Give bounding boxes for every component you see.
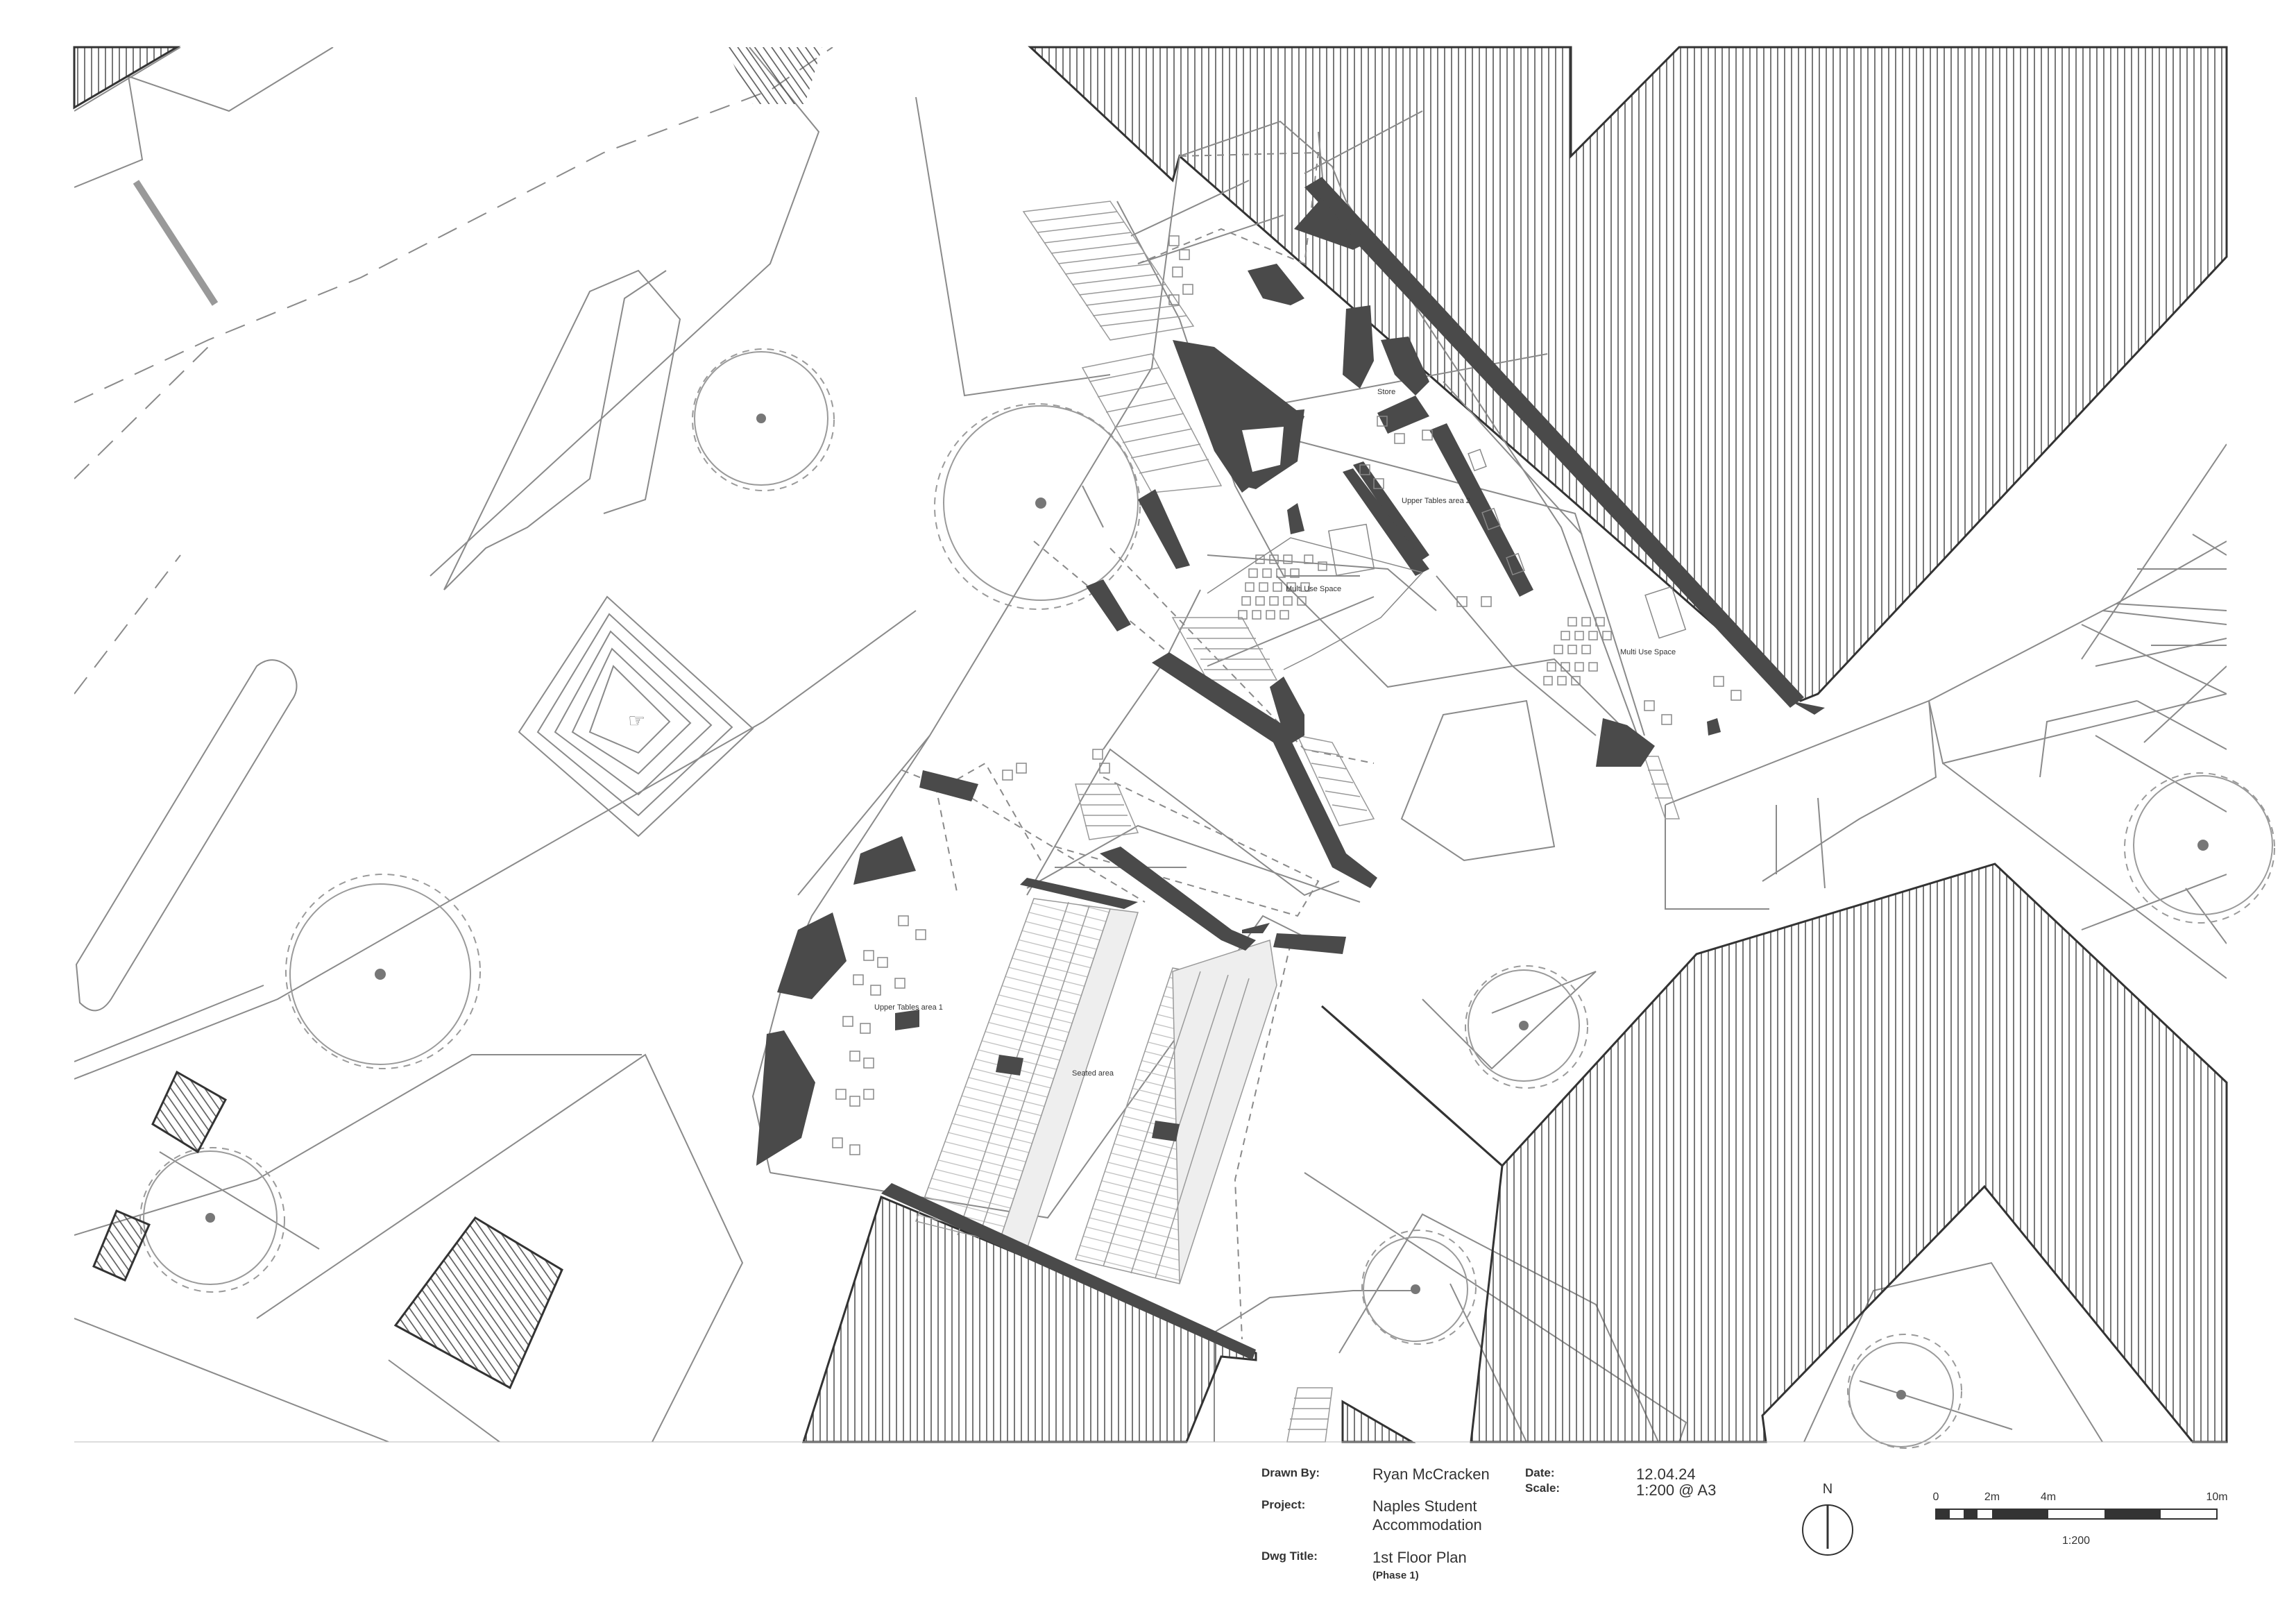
wall-lift-inner	[1242, 427, 1284, 472]
wall-store-5	[1353, 461, 1429, 562]
drawn-by-label: Drawn By:	[1261, 1466, 1320, 1479]
wall-long-diagonal	[1304, 177, 1804, 708]
building-right-middle	[1321, 863, 2228, 1443]
trees	[139, 348, 2275, 1449]
stairs	[1022, 201, 1681, 1443]
plan-labels: Store Upper Tables area 2 Multi Use Spac…	[874, 388, 1676, 1078]
building-small-square-1	[151, 1070, 228, 1154]
wall-right-corner	[1596, 718, 1655, 767]
wall-store-1	[1343, 305, 1374, 389]
dashed-path	[74, 346, 209, 479]
label-seated-area: Seated area	[1072, 1069, 1114, 1078]
dwg-title-label: Dwg Title:	[1261, 1549, 1318, 1563]
building-bottom-left-square	[393, 1216, 563, 1390]
project-label: Project:	[1261, 1498, 1305, 1511]
stair-middle	[1081, 353, 1223, 493]
scale-value: 1:200 @ A3	[1636, 1481, 1716, 1499]
scale-bar: 0 2m 4m 10m 1:200	[1933, 1491, 2228, 1547]
tree-icon	[692, 348, 835, 491]
label-upper-tables-1: Upper Tables area 1	[874, 1003, 943, 1012]
dashed-path	[74, 47, 833, 403]
wall-top-small	[1248, 264, 1304, 305]
date-label: Date:	[1525, 1466, 1555, 1479]
wall-right-stub	[1273, 933, 1346, 954]
wall-store-3	[1377, 396, 1429, 434]
scale-tick-4m: 4m	[2041, 1491, 2056, 1503]
wall-left-3	[777, 912, 847, 999]
label-upper-tables-2: Upper Tables area 2	[1402, 497, 1470, 505]
wall-right-small	[1707, 718, 1721, 736]
crossing-stripes	[725, 47, 822, 104]
tree-icon	[139, 1147, 285, 1293]
wall-upper2-a	[1343, 468, 1429, 576]
dwg-title-sub: (Phase 1)	[1372, 1570, 1419, 1581]
label-multi-use-1: Multi Use Space	[1286, 585, 1341, 593]
date-value: 12.04.24	[1636, 1465, 1696, 1483]
walls	[756, 177, 1825, 1360]
wall-mid-2	[1086, 579, 1131, 631]
wall-right-stub-2	[1242, 923, 1270, 933]
label-multi-use-2: Multi Use Space	[1620, 648, 1676, 656]
wall-v-arm-2	[1020, 878, 1138, 909]
chair-grid-1	[1238, 554, 1327, 620]
fountain-square: ☞	[518, 595, 754, 838]
tree-icon	[2124, 772, 2275, 924]
tree-icon	[1847, 1334, 1962, 1449]
title-block: Drawn By: Ryan McCracken Project: Naples…	[1261, 1465, 1716, 1581]
wall-bench-block-1	[996, 1055, 1023, 1076]
stair-bottom	[1286, 1387, 1333, 1443]
north-arrow-icon: N	[1802, 1481, 1853, 1556]
scale-label: Scale:	[1525, 1481, 1560, 1495]
tree-icon	[934, 403, 1141, 610]
tree-icon	[1465, 965, 1588, 1089]
furniture	[832, 235, 1742, 1155]
stair-lower-centre	[1171, 617, 1278, 681]
stair-lower-right	[1296, 734, 1375, 826]
wall-left-1	[919, 770, 978, 801]
scale-tick-2m: 2m	[1984, 1491, 2000, 1503]
scale-tick-0: 0	[1933, 1491, 1939, 1503]
wall-mid-3	[1287, 503, 1304, 534]
wall-left-2	[853, 836, 916, 885]
label-store: Store	[1377, 388, 1395, 396]
dwg-title-value: 1st Floor Plan	[1372, 1549, 1467, 1566]
project-value-line2: Accommodation	[1372, 1516, 1482, 1533]
wall-angled-long	[1152, 652, 1377, 888]
wall-right-dagger	[1790, 701, 1825, 715]
wall-top-dagger	[1294, 198, 1360, 250]
wall-bottom-long	[881, 1183, 1256, 1360]
cafe-tables	[832, 235, 1742, 1155]
wall-bench-block-2	[1152, 1121, 1180, 1141]
stair-top-left	[1022, 201, 1195, 341]
wall-left-4	[756, 1030, 815, 1166]
chair-grid-2	[1543, 617, 1612, 686]
wall-mid-1	[1138, 489, 1190, 569]
wall-store-4	[1429, 423, 1533, 597]
building-top-left-strip	[73, 46, 181, 110]
project-value-line1: Naples Student	[1372, 1497, 1477, 1515]
tree-icon	[285, 874, 481, 1069]
building-small-square-2	[92, 1209, 151, 1282]
wall-store-2	[1381, 337, 1429, 396]
dashed-path	[74, 554, 181, 695]
svg-text:☞: ☞	[628, 710, 645, 731]
scale-tick-10m: 10m	[2206, 1491, 2227, 1503]
scale-ratio: 1:200	[2062, 1535, 2090, 1547]
north-letter: N	[1823, 1481, 1832, 1497]
wall-small-block	[895, 1010, 919, 1030]
drawn-by-value: Ryan McCracken	[1372, 1465, 1490, 1483]
stair-right	[1643, 756, 1681, 819]
wall-angled-b	[1270, 677, 1304, 746]
wall-v-arm	[1100, 847, 1256, 951]
building-bottom-center-2	[1341, 1400, 1416, 1443]
stair-bottom-centre	[1075, 783, 1139, 840]
tree-icon	[1361, 1230, 1477, 1345]
